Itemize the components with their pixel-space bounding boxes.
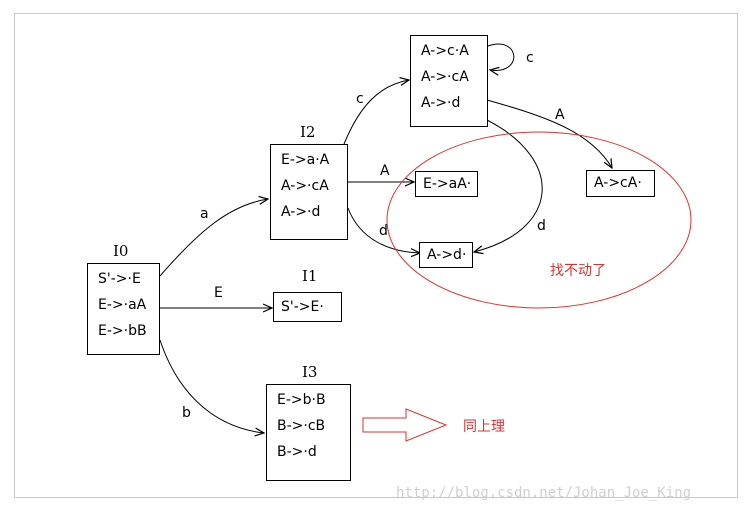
- edge-label-d-c: d: [537, 218, 546, 234]
- state-label-i0: I0: [113, 242, 129, 260]
- state-box-i3: E->b·B B->·cB B->·d: [266, 384, 351, 481]
- state-label-i2: I2: [300, 123, 316, 141]
- item-a-cA: A->cA·: [594, 175, 642, 191]
- state-box-a-d: A->d·: [419, 242, 473, 268]
- edge-label-a: a: [200, 206, 209, 222]
- item-c-2: A->·d: [421, 95, 461, 111]
- edge-A-from-c: [486, 99, 612, 168]
- state-box-i2: E->a·A A->·cA A->·d: [270, 144, 348, 240]
- item-i0-2: E->·bB: [98, 323, 147, 339]
- edge-label-c-i2: c: [356, 91, 364, 107]
- item-e-aA: E->aA·: [423, 176, 472, 192]
- item-i3-0: E->b·B: [277, 392, 326, 408]
- item-i3-1: B->·cB: [277, 418, 326, 434]
- edge-b: [159, 339, 264, 433]
- edge-c-from-i2: [343, 80, 409, 145]
- item-i1-0: S'->E·: [281, 299, 324, 315]
- edge-label-b: b: [182, 405, 191, 421]
- note-stuck: 找不动了: [550, 263, 606, 279]
- edge-c-loop: [487, 43, 515, 70]
- item-c-0: A->c·A: [421, 43, 469, 59]
- edge-a: [159, 199, 268, 277]
- stuck-ellipse: [386, 131, 692, 309]
- item-i2-1: A->·cA: [281, 178, 329, 194]
- item-i0-0: S'->·E: [98, 271, 141, 287]
- note-same: 同上理: [463, 419, 505, 435]
- item-c-1: A->·cA: [421, 69, 469, 85]
- same-arrow-shape: [362, 408, 448, 442]
- edge-label-c-loop: c: [526, 50, 534, 66]
- state-label-i3: I3: [302, 363, 318, 381]
- state-box-e-aA: E->aA·: [415, 171, 478, 197]
- edge-d-from-c: [474, 119, 543, 252]
- edge-d-from-i2: [347, 207, 420, 253]
- state-label-i1: I1: [302, 267, 318, 285]
- edge-label-A-i2: A: [380, 163, 390, 179]
- item-i2-2: A->·d: [281, 204, 321, 220]
- edge-label-d-i2: d: [379, 223, 388, 239]
- edge-label-e: E: [214, 285, 223, 301]
- item-i0-1: E->·aA: [98, 297, 147, 313]
- item-i2-0: E->a·A: [281, 152, 330, 168]
- diagram-frame: [14, 13, 738, 498]
- edge-label-A-c: A: [555, 107, 565, 123]
- state-box-c: A->c·A A->·cA A->·d: [410, 35, 488, 127]
- state-box-i0: S'->·E E->·aA E->·bB: [87, 263, 160, 355]
- item-a-d: A->d·: [427, 247, 467, 263]
- state-box-a-cA: A->cA·: [586, 170, 655, 197]
- state-box-i1: S'->E·: [273, 292, 342, 322]
- watermark: http://blog.csdn.net/Johan_Joe_King: [396, 485, 692, 501]
- item-i3-2: B->·d: [277, 444, 317, 460]
